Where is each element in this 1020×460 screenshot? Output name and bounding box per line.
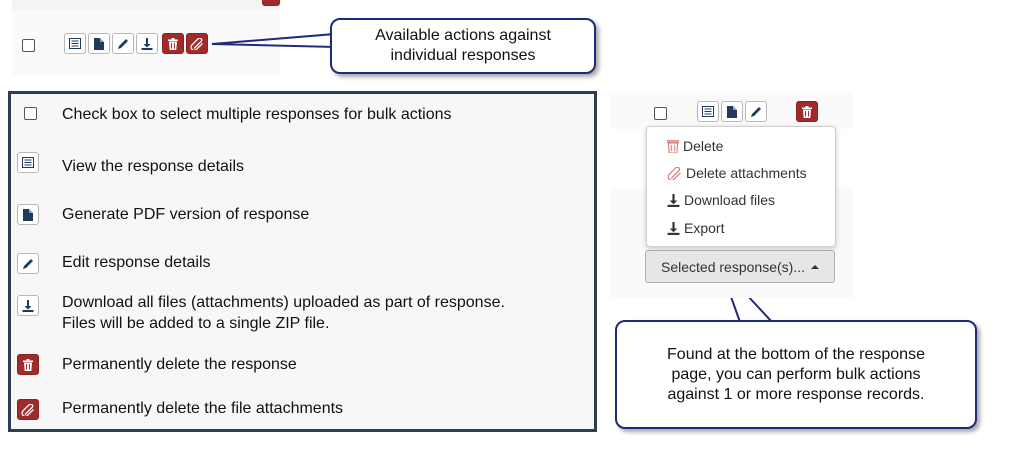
selected-responses-button[interactable]: Selected response(s)... — [645, 250, 835, 283]
icon-legend: Check box to select multiple responses f… — [8, 91, 597, 432]
pdf-file-icon — [727, 105, 737, 118]
callout-line-1: Available actions against — [375, 27, 551, 44]
menu-item-label: Export — [684, 220, 725, 236]
paperclip-icon — [17, 399, 39, 420]
legend-text: Edit response details — [62, 254, 211, 271]
legend-text: Check box to select multiple responses f… — [62, 106, 452, 123]
bulk-delete-button[interactable] — [796, 101, 818, 122]
download-icon — [17, 295, 39, 316]
callout-line-2: page, you can perform bulk actions — [671, 365, 921, 383]
view-details-button[interactable] — [64, 33, 86, 54]
legend-text: Permanently delete the file attachments — [62, 400, 344, 417]
edit-button[interactable] — [112, 33, 134, 54]
pencil-icon — [118, 38, 128, 49]
download-icon — [141, 37, 153, 50]
menu-item-export[interactable]: Export — [667, 220, 724, 236]
delete-response-button[interactable] — [162, 33, 184, 54]
row-select-checkbox[interactable] — [22, 39, 35, 52]
list-icon — [69, 38, 81, 49]
paperclip-icon — [190, 37, 203, 50]
menu-item-label: Delete attachments — [686, 165, 807, 181]
individual-actions-callout: Available actions against individual res… — [330, 18, 596, 74]
bulk-actions-menu: Delete Delete attachments Download files… — [646, 126, 836, 247]
pdf-button[interactable] — [88, 33, 110, 54]
callout-line-3: against 1 or more response records. — [667, 385, 925, 403]
caret-up-icon — [810, 264, 819, 269]
download-icon — [667, 221, 680, 235]
selected-responses-label: Selected response(s)... — [661, 258, 805, 275]
trash-icon — [17, 354, 39, 375]
trash-icon — [802, 105, 812, 118]
legend-text: Download all files (attachments) uploade… — [62, 292, 505, 334]
bulk-edit-button[interactable] — [745, 101, 767, 122]
bulk-pdf-button[interactable] — [721, 101, 743, 122]
bulk-actions-callout: Found at the bottom of the response page… — [615, 320, 977, 429]
legend-text-line-2: Files will be added to a single ZIP file… — [62, 315, 330, 332]
list-icon — [702, 106, 714, 117]
previous-row-trash-button[interactable] — [262, 0, 280, 6]
bulk-view-details-button[interactable] — [697, 101, 719, 122]
previous-row-strip — [12, 0, 280, 10]
trash-icon — [168, 37, 178, 50]
pdf-file-icon — [17, 204, 39, 225]
legend-text-line-1: Download all files (attachments) uploade… — [62, 294, 505, 311]
paperclip-icon — [667, 166, 681, 180]
bulk-row-checkbox[interactable] — [654, 107, 667, 120]
row-actions-panel — [12, 0, 280, 76]
list-icon — [17, 152, 39, 173]
menu-item-label: Download files — [684, 192, 776, 208]
callout-line-2: individual responses — [390, 47, 536, 64]
checkbox-icon — [24, 107, 37, 120]
menu-item-label: Delete — [683, 138, 724, 154]
pdf-file-icon — [94, 37, 104, 50]
trash-icon — [667, 140, 679, 153]
menu-item-delete[interactable]: Delete — [667, 138, 723, 154]
legend-text: Permanently delete the response — [62, 356, 297, 373]
download-button[interactable] — [136, 33, 158, 54]
menu-item-delete-attachments[interactable]: Delete attachments — [667, 165, 807, 181]
menu-item-download-files[interactable]: Download files — [667, 192, 775, 208]
legend-text: Generate PDF version of response — [62, 206, 310, 223]
download-icon — [667, 193, 680, 207]
pencil-icon — [17, 253, 39, 274]
legend-text: View the response details — [62, 158, 245, 175]
callout-line-1: Found at the bottom of the response — [667, 345, 925, 363]
pencil-icon — [751, 106, 761, 117]
delete-attachments-button[interactable] — [186, 33, 208, 54]
